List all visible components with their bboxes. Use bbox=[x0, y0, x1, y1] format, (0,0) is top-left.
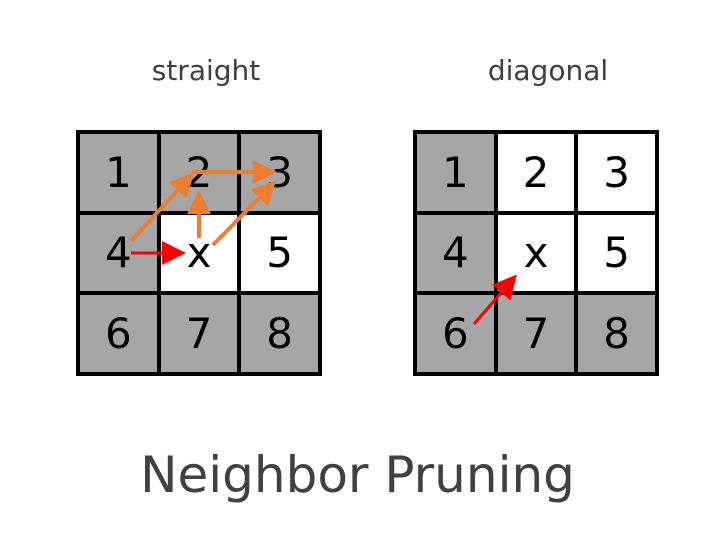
grid-cell: 8 bbox=[578, 295, 655, 372]
grid-cell: 3 bbox=[578, 134, 655, 211]
grid-cell-current: x bbox=[160, 214, 238, 292]
grid-cell: 1 bbox=[417, 134, 494, 211]
grid-cell: 8 bbox=[241, 295, 318, 372]
grid-cell: 7 bbox=[160, 295, 238, 372]
page-title: Neighbor Pruning bbox=[140, 446, 575, 504]
diagonal-label: diagonal bbox=[487, 54, 609, 87]
grid-cell: 2 bbox=[160, 134, 238, 211]
grid-cell: 5 bbox=[241, 214, 318, 292]
grid-cell: 1 bbox=[80, 134, 157, 211]
grid-cell: 6 bbox=[80, 295, 157, 372]
diagonal-grid: 1 2 3 4 x 5 6 7 8 bbox=[413, 130, 659, 376]
grid-cell: 4 bbox=[80, 214, 157, 292]
grid-cell: 4 bbox=[417, 214, 494, 292]
straight-grid: 1 2 3 4 x 5 6 7 8 bbox=[76, 130, 322, 376]
grid-cell: 3 bbox=[241, 134, 318, 211]
grid-cell: 5 bbox=[578, 214, 655, 292]
grid-cell: 2 bbox=[497, 134, 575, 211]
grid-cell: 7 bbox=[497, 295, 575, 372]
straight-label: straight bbox=[151, 54, 261, 87]
grid-cell: 6 bbox=[417, 295, 494, 372]
grid-cell-current: x bbox=[497, 214, 575, 292]
